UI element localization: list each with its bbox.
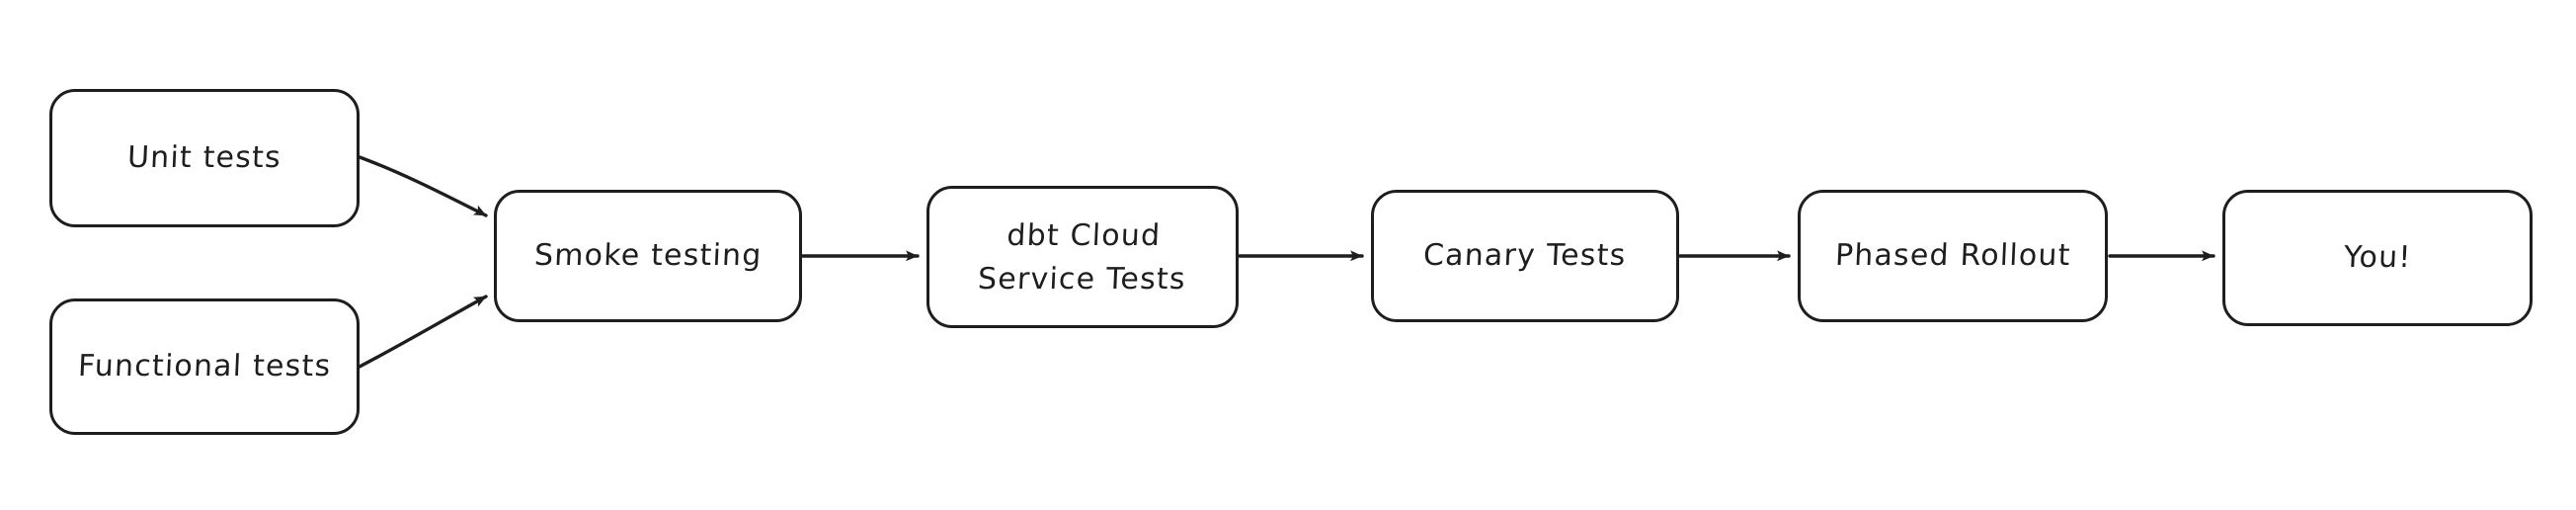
node-label-unit-tests: Unit tests (126, 140, 282, 176)
node-label-phased-rollout: Phased Rollout (1833, 238, 2072, 274)
edge-functional-to-smoke (356, 295, 488, 370)
node-phased-rollout[interactable]: Phased Rollout (1798, 190, 2108, 322)
node-label-functional-tests: Functional tests (77, 349, 332, 384)
node-unit-tests[interactable]: Unit tests (49, 89, 360, 227)
node-you[interactable]: You! (2222, 190, 2533, 326)
node-functional-tests[interactable]: Functional tests (49, 298, 360, 435)
node-dbt-cloud-service-tests[interactable]: dbt Cloud Service Tests (926, 186, 1239, 328)
node-canary-tests[interactable]: Canary Tests (1371, 190, 1679, 322)
node-label-smoke-testing: Smoke testing (532, 238, 764, 274)
node-label-you: You! (2342, 240, 2413, 276)
node-smoke-testing[interactable]: Smoke testing (494, 190, 802, 322)
node-label-dbt-cloud-service-tests: dbt Cloud Service Tests (976, 217, 1187, 297)
edge-unit-to-smoke (358, 155, 488, 217)
node-label-canary-tests: Canary Tests (1422, 238, 1628, 274)
